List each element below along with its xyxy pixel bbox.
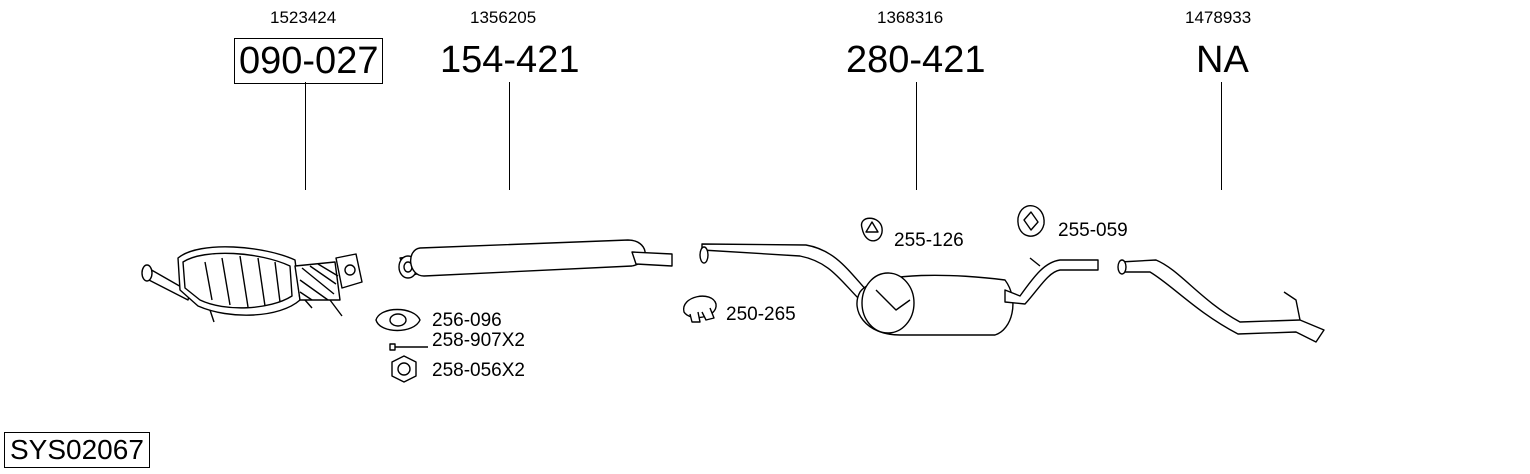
gasket-drawing [375,308,421,332]
middle-silencer-drawing [398,239,673,279]
gasket-label: 256-096 [432,310,502,331]
clamp-label: 250-265 [726,304,796,325]
rear-silencer-drawing [699,243,1099,336]
part-number-middle-silencer: 154-421 [440,39,580,81]
nut-drawing [391,355,417,383]
part-number-catalytic-converter: 090-027 [234,38,384,84]
bolt-label: 258-907X2 [432,330,525,351]
catalytic-converter-drawing [141,246,363,323]
oem-number-1: 1523424 [270,8,337,27]
part-number-tail-pipe: NA [1196,39,1249,81]
system-code: SYS02067 [4,432,150,468]
hanger-b-label: 255-059 [1058,220,1128,241]
leader-line-1 [305,82,306,190]
hanger-a-label: 255-126 [894,230,964,251]
leader-line-4 [1221,82,1222,190]
tail-pipe-drawing [1117,259,1325,343]
leader-line-2 [509,82,510,190]
part-number-rear-silencer: 280-421 [846,39,986,81]
oem-number-3: 1368316 [877,8,944,27]
oem-number-2: 1356205 [470,8,537,27]
hanger-a-drawing [860,217,883,242]
clamp-drawing [683,295,717,323]
hanger-b-drawing [1017,204,1045,237]
leader-line-3 [916,82,917,190]
nut-label: 258-056X2 [432,360,525,381]
oem-number-4: 1478933 [1185,8,1252,27]
